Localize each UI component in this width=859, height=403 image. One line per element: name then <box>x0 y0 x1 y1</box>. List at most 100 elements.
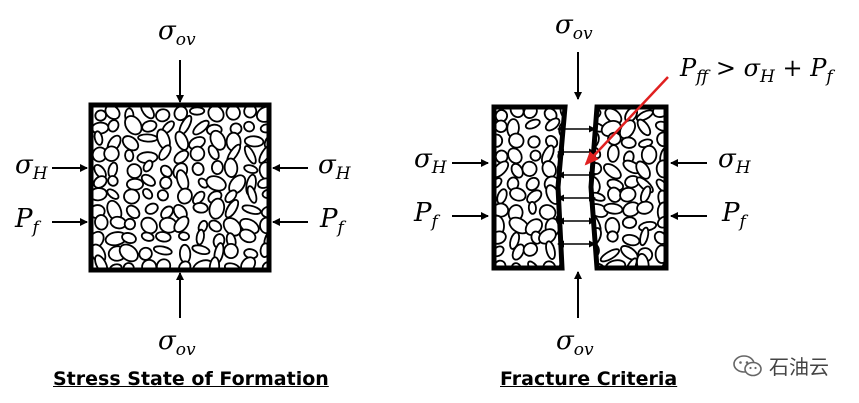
pebble <box>94 214 109 231</box>
horizontal-stress-label-left-2: σH <box>414 144 447 178</box>
pebble <box>140 216 158 235</box>
pebble <box>142 187 154 200</box>
caption-stress-state: Stress State of Formation <box>53 368 329 390</box>
pebble <box>155 231 172 243</box>
pebble <box>107 175 119 187</box>
horizontal-stress-label-left: σH <box>15 150 48 184</box>
pebble <box>243 120 255 133</box>
pebble <box>93 130 104 146</box>
pebble <box>175 169 190 191</box>
pebble <box>599 248 620 263</box>
overburden-stress-label-2: σov <box>555 10 593 44</box>
pebble <box>243 135 265 148</box>
pebble <box>208 219 223 233</box>
pebble <box>94 254 109 268</box>
pebble <box>604 107 623 125</box>
pebble <box>243 107 258 119</box>
pebble <box>529 149 542 162</box>
pebble <box>126 163 143 179</box>
pebble <box>144 202 159 215</box>
pebble <box>224 199 240 219</box>
pebble <box>109 263 123 268</box>
fractured-block <box>491 104 669 271</box>
pebble <box>142 159 154 173</box>
pebble <box>126 177 145 191</box>
horizontal-stress-label-right: σH <box>318 150 351 184</box>
pebble <box>509 187 527 202</box>
horizontal-stress-arrows-right <box>272 164 308 226</box>
pebble <box>140 173 156 187</box>
caption-fracture-criteria: Fracture Criteria <box>500 368 678 390</box>
pebble <box>621 216 638 229</box>
pebble <box>124 115 143 136</box>
pebble <box>174 130 190 151</box>
horizontal-stress-arrows-left-2 <box>452 159 489 220</box>
pebble <box>241 204 262 215</box>
pebble <box>137 133 159 143</box>
pebble <box>173 215 190 233</box>
pebble <box>223 242 239 259</box>
pebble <box>141 119 158 133</box>
pebble <box>178 260 192 268</box>
pebble <box>591 240 600 259</box>
pebble <box>261 188 267 200</box>
pebble <box>619 186 637 203</box>
pebble <box>177 187 193 205</box>
pore-pressure-label-left-2: Pf <box>414 198 438 232</box>
pebble <box>160 205 174 220</box>
pebble <box>195 228 205 246</box>
horizontal-stress-arrows-right-2 <box>670 159 707 220</box>
pebble <box>103 145 120 162</box>
pebble <box>243 164 259 174</box>
pebble <box>636 252 650 268</box>
pebble <box>636 118 652 137</box>
pebble <box>93 175 108 189</box>
pebble <box>210 160 224 175</box>
horizontal-stress-arrows-left <box>52 164 88 226</box>
pebble <box>243 145 257 165</box>
pebble <box>140 231 155 242</box>
pebble <box>192 202 209 214</box>
pebble <box>207 144 220 161</box>
pebble <box>121 232 137 244</box>
pebble <box>525 176 540 192</box>
pebble <box>192 119 210 136</box>
pebble <box>509 231 521 250</box>
pebble <box>639 226 650 247</box>
pebble <box>606 144 620 163</box>
pebble <box>545 135 559 149</box>
pebble <box>544 117 561 132</box>
pebble <box>178 231 190 242</box>
fracture-pressure-arrows <box>557 125 596 248</box>
fracture-criteria-equation: Pff > σH + Pf <box>680 54 833 87</box>
pebble <box>158 144 172 161</box>
criteria-annotation-arrow <box>584 76 669 166</box>
overburden-stress-label-bottom-2: σov <box>556 326 594 360</box>
pebble <box>156 189 169 202</box>
pebble <box>208 197 226 220</box>
pebble <box>123 217 137 231</box>
overburden-stress-label-bottom: σov <box>158 326 196 360</box>
pebble <box>189 145 206 162</box>
pebble <box>152 245 173 256</box>
pebble <box>560 175 565 196</box>
watermark: 石油云 <box>733 351 829 380</box>
pebble <box>205 175 227 192</box>
pebble <box>192 190 206 205</box>
pebble <box>173 107 189 122</box>
horizontal-stress-label-right-2: σH <box>718 144 751 178</box>
pebble <box>256 107 267 123</box>
pebble <box>257 177 267 189</box>
pebble <box>603 163 622 180</box>
pebble <box>511 243 525 261</box>
formation-block <box>88 102 272 273</box>
pebble <box>118 243 139 263</box>
pebble <box>159 176 173 190</box>
pore-pressure-label-right: Pf <box>320 204 344 238</box>
pebble <box>521 160 538 177</box>
pebble <box>258 143 267 164</box>
pebble <box>621 234 641 247</box>
pebble <box>508 132 525 149</box>
pore-pressure-label-right-2: Pf <box>722 198 746 232</box>
overburden-stress-label: σov <box>158 16 196 50</box>
